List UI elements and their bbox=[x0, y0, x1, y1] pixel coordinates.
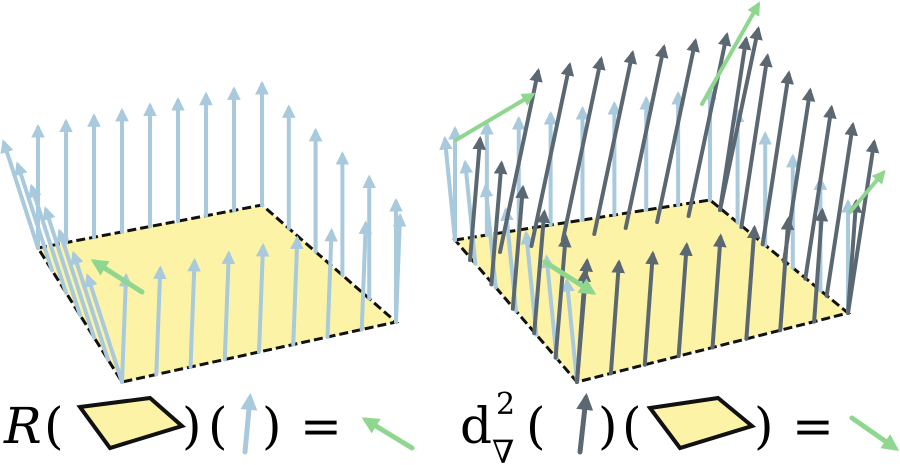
left-eq-equals: = bbox=[300, 397, 342, 455]
right-eq-close-paren-2: ) bbox=[754, 397, 774, 455]
dark-arrow-back-row bbox=[623, 44, 669, 230]
dark-arrow-front-edge bbox=[778, 216, 795, 333]
light-arrow-left-edge bbox=[14, 161, 54, 273]
green-arrow-icon bbox=[361, 417, 415, 451]
dark-arrow-back-row bbox=[655, 38, 700, 224]
dark-arrow-left-edge bbox=[468, 135, 486, 262]
light-arrow-front-edge bbox=[392, 212, 407, 324]
light-arrow-left-edge bbox=[459, 159, 478, 266]
light-arrow-left-edge bbox=[70, 250, 110, 362]
light-arrow-left-edge bbox=[56, 228, 96, 340]
left-eq-open-paren-1: ( bbox=[44, 397, 64, 455]
light-arrow-left-edge bbox=[28, 183, 68, 295]
right-eq-superscript: 2 bbox=[496, 387, 515, 422]
right-equation: d 2 ∇ ( ) ( ) = bbox=[460, 387, 900, 465]
right-eq-close-paren-1: ) bbox=[598, 397, 618, 455]
right-panel bbox=[439, 1, 886, 384]
light-arrow-left-edge bbox=[42, 206, 82, 317]
dark-arrow-front-edge bbox=[744, 224, 761, 341]
yellow-square-icon bbox=[76, 395, 187, 451]
left-eq-symbol-r: R bbox=[3, 397, 42, 455]
right-eq-equals: = bbox=[792, 397, 834, 455]
right-eq-green-arrow-icon bbox=[849, 415, 900, 451]
dark-gray-arrow-icon bbox=[576, 392, 594, 455]
right-green-arrow-top bbox=[700, 1, 761, 106]
right-eq-open-paren-2: ( bbox=[622, 397, 642, 455]
dark-arrow-right-edge bbox=[846, 138, 880, 315]
light-arrow-front-edge bbox=[255, 242, 270, 354]
dark-arrow-right-edge bbox=[739, 53, 773, 230]
dark-arrow-front-edge bbox=[676, 242, 693, 359]
dark-arrow-back-row bbox=[686, 32, 732, 218]
dark-arrow-right-edge bbox=[803, 104, 837, 281]
light-arrow-left-edge bbox=[561, 277, 579, 384]
light-arrow-left-edge bbox=[0, 139, 40, 250]
right-green-arrow-top-left bbox=[454, 92, 536, 142]
light-arrow-front-edge bbox=[358, 220, 373, 332]
right-eq-symbol-d: d bbox=[460, 397, 492, 455]
dark-arrow-front-edge bbox=[812, 207, 829, 324]
dark-arrow-front-edge bbox=[608, 259, 625, 376]
right-green-arrow-right bbox=[848, 169, 886, 214]
right-eq-yellow-square-icon bbox=[646, 395, 757, 451]
dark-arrow-front-edge bbox=[710, 233, 727, 350]
light-arrow-left-edge bbox=[84, 273, 124, 384]
dark-arrow-left-edge bbox=[510, 184, 529, 311]
right-eq-open-paren-1: ( bbox=[526, 397, 546, 455]
left-eq-open-paren-2: ( bbox=[208, 397, 228, 455]
dark-arrow-left-edge bbox=[489, 160, 508, 287]
light-arrow-front-edge bbox=[290, 235, 304, 347]
light-blue-arrow-icon bbox=[240, 392, 258, 455]
dark-arrow-right-edge bbox=[718, 35, 752, 212]
left-green-arrow bbox=[90, 259, 145, 295]
dark-arrow-back-row bbox=[560, 56, 606, 242]
right-green-arrow-mid bbox=[542, 259, 597, 295]
light-arrow-front-edge bbox=[324, 227, 338, 339]
left-eq-close-paren-2: ) bbox=[262, 397, 282, 455]
light-arrow-front-edge bbox=[221, 250, 236, 362]
dark-arrow-front-edge bbox=[846, 198, 863, 315]
right-dark-arrow-field bbox=[468, 26, 880, 384]
left-light-arrow-field bbox=[0, 80, 407, 384]
left-equation: R ( ) ( ) = bbox=[3, 392, 415, 455]
left-panel bbox=[0, 80, 407, 384]
light-arrow-front-edge bbox=[153, 265, 167, 377]
light-arrow-front-edge bbox=[118, 272, 133, 384]
dark-arrow-back-row bbox=[592, 50, 637, 236]
light-arrow-left-edge bbox=[439, 135, 457, 242]
dark-arrow-left-edge bbox=[553, 233, 572, 360]
dark-arrow-front-edge bbox=[642, 250, 659, 367]
right-eq-subscript: ∇ bbox=[492, 433, 514, 465]
light-arrow-front-edge bbox=[187, 257, 201, 369]
dark-arrow-right-edge bbox=[760, 70, 794, 247]
dark-arrow-left-edge bbox=[532, 209, 551, 336]
dark-arrow-right-edge bbox=[824, 121, 858, 298]
left-eq-close-paren-1: ) bbox=[182, 397, 202, 455]
